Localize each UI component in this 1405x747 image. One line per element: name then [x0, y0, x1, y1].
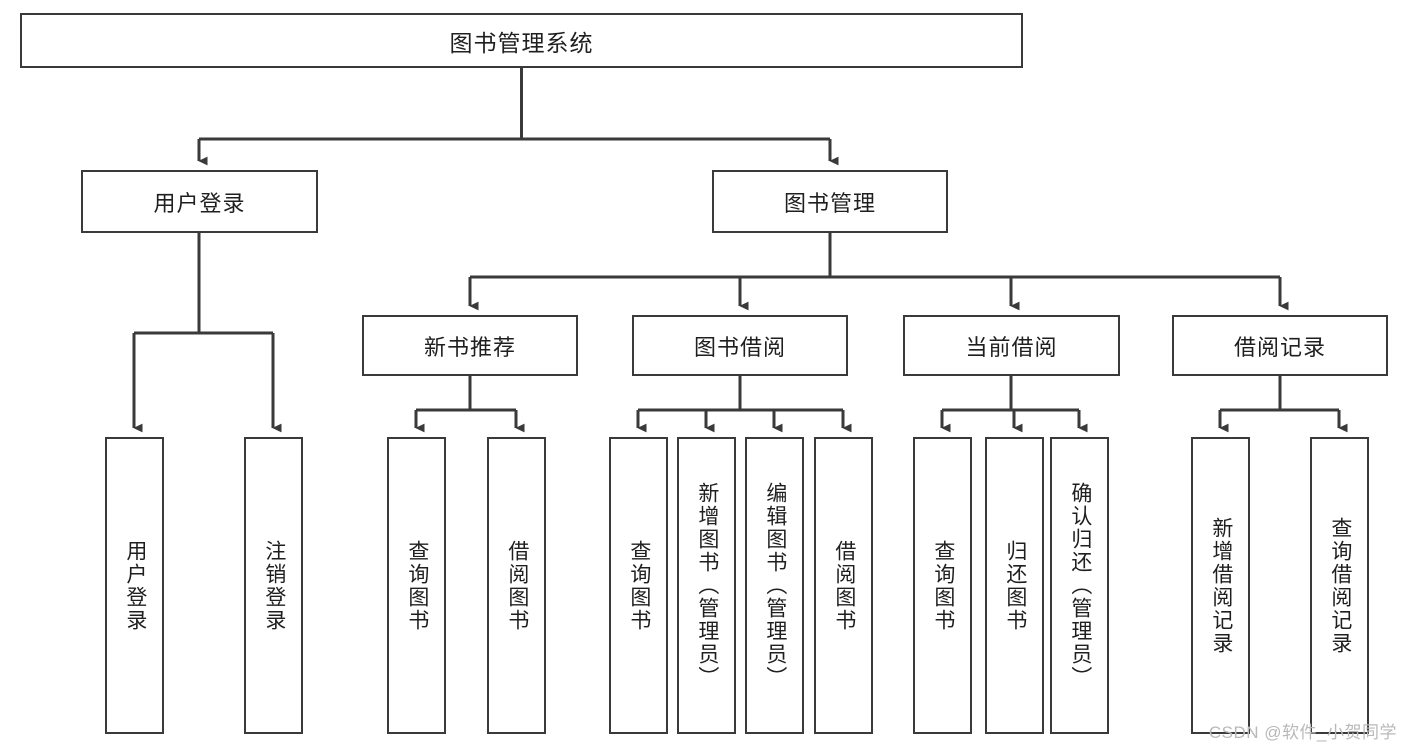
leaf-query-book-borrow-label: 查询图书: [627, 539, 651, 632]
watermark-text: CSDN @软件_小贺同学: [1208, 723, 1397, 742]
node-book-borrow-label: 图书借阅: [693, 334, 786, 360]
node-root[interactable]: 图书管理系统: [20, 13, 1023, 68]
leaf-query-borrow-record-label: 查询借阅记录: [1328, 516, 1352, 655]
leaf-add-book-admin-label: 新增图书（管理员）: [695, 482, 719, 689]
leaf-query-borrow-record[interactable]: 查询借阅记录: [1310, 437, 1369, 734]
leaf-query-book-borrow[interactable]: 查询图书: [609, 437, 668, 734]
node-new-book-recommend-label: 新书推荐: [423, 334, 516, 360]
node-root-label: 图书管理系统: [449, 29, 594, 56]
node-new-book-recommend[interactable]: 新书推荐: [362, 315, 578, 376]
node-book-management-label: 图书管理: [783, 190, 876, 216]
node-current-borrow-label: 当前借阅: [965, 334, 1058, 360]
leaf-user-login[interactable]: 用户登录: [105, 437, 164, 734]
leaf-borrow-book[interactable]: 借阅图书: [814, 437, 873, 734]
leaf-borrow-book-label: 借阅图书: [832, 539, 856, 632]
leaf-edit-book-admin[interactable]: 编辑图书（管理员）: [745, 437, 804, 734]
leaf-confirm-return-admin-label: 确认归还（管理员）: [1068, 482, 1092, 689]
leaf-borrow-book-recommend-label: 借阅图书: [505, 539, 529, 632]
leaf-query-book-recommend-label: 查询图书: [405, 539, 429, 632]
leaf-return-book-label: 归还图书: [1003, 539, 1027, 632]
node-user-login-label: 用户登录: [153, 190, 246, 216]
leaf-borrow-book-recommend[interactable]: 借阅图书: [487, 437, 546, 734]
node-current-borrow[interactable]: 当前借阅: [903, 315, 1120, 376]
leaf-query-book-current-label: 查询图书: [931, 539, 955, 632]
leaf-user-login-label: 用户登录: [123, 539, 147, 632]
leaf-add-borrow-record[interactable]: 新增借阅记录: [1191, 437, 1250, 734]
node-borrow-record-label: 借阅记录: [1233, 334, 1326, 360]
leaf-logout[interactable]: 注销登录: [244, 437, 303, 734]
node-user-login[interactable]: 用户登录: [81, 170, 318, 233]
leaf-add-borrow-record-label: 新增借阅记录: [1209, 516, 1233, 655]
leaf-add-book-admin[interactable]: 新增图书（管理员）: [677, 437, 736, 734]
node-book-management[interactable]: 图书管理: [712, 170, 948, 233]
node-borrow-record[interactable]: 借阅记录: [1172, 315, 1388, 376]
node-book-borrow[interactable]: 图书借阅: [632, 315, 848, 376]
leaf-return-book[interactable]: 归还图书: [985, 437, 1044, 734]
leaf-query-book-current[interactable]: 查询图书: [913, 437, 972, 734]
leaf-query-book-recommend[interactable]: 查询图书: [387, 437, 446, 734]
leaf-logout-label: 注销登录: [262, 539, 286, 632]
leaf-edit-book-admin-label: 编辑图书（管理员）: [763, 482, 787, 689]
leaf-confirm-return-admin[interactable]: 确认归还（管理员）: [1050, 437, 1109, 734]
